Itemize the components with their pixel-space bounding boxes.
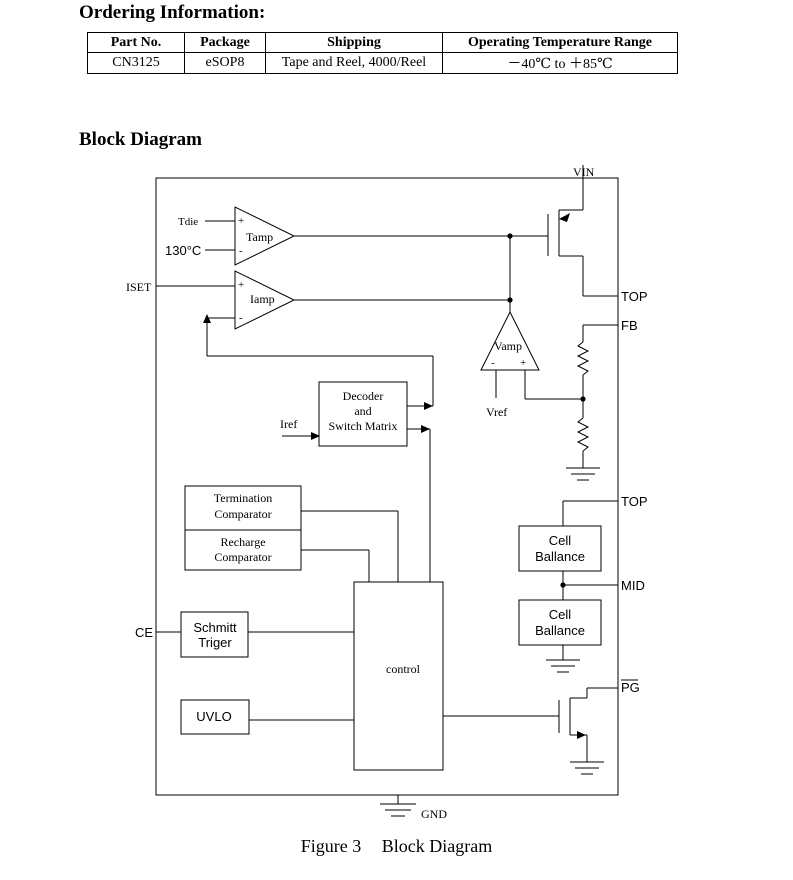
pin-pg: PG: [621, 680, 640, 695]
tamp-label: Tamp: [246, 230, 273, 244]
junction-dot: [507, 297, 513, 303]
iamp-amplifier: [234, 270, 296, 330]
pin-iset: ISET: [126, 280, 152, 294]
resistor-bottom: [576, 417, 590, 452]
vamp-amplifier: [480, 310, 540, 371]
comparator-block: [184, 485, 302, 571]
recharge-label: Comparator: [214, 550, 271, 564]
arrow-head: [203, 314, 211, 323]
table-cell: －40℃ to ＋85℃: [442, 52, 678, 74]
schmitt-trigger-block: [180, 611, 249, 658]
chip-outline: [155, 177, 619, 796]
control-block: [353, 581, 444, 771]
termination-label: Termination: [214, 491, 272, 505]
table-row: CN3125 eSOP8 Tape and Reel, 4000/Reel －4…: [87, 52, 678, 74]
uvlo-label: UVLO: [196, 709, 231, 724]
arrow-head: [311, 432, 320, 440]
tamp-amplifier: [234, 206, 296, 266]
cell-balance-label: Ballance: [535, 549, 585, 564]
ordering-heading: Ordering Information:: [79, 2, 266, 23]
temp-130-label: 130°C: [165, 243, 201, 258]
plus-sign: +: [238, 279, 244, 291]
table-cell: CN3125: [87, 52, 185, 74]
cell-balance-top: [518, 525, 602, 572]
minus-sign: -: [491, 357, 495, 369]
caption-title: Block Diagram: [381, 836, 493, 856]
ordering-table: Part No. Package Shipping Operating Temp…: [87, 32, 678, 74]
recharge-label: Recharge: [220, 535, 265, 549]
arrow-head: [577, 731, 586, 739]
table-cell: Tape and Reel, 4000/Reel: [265, 52, 443, 74]
table-cell: eSOP8: [184, 52, 266, 74]
pin-gnd: GND: [421, 807, 447, 821]
tdie-label: Tdie: [178, 216, 198, 228]
cell-balance-label: Ballance: [535, 623, 585, 638]
vref-label: Vref: [486, 405, 507, 419]
cell-balance-bottom: [518, 599, 602, 646]
vamp-label: Vamp: [494, 339, 522, 353]
cell-balance-label: Cell: [549, 533, 572, 548]
arrow-head: [421, 425, 430, 433]
control-label: control: [386, 662, 421, 676]
plus-sign: +: [520, 357, 526, 369]
caption-figure-number: Figure 3: [300, 836, 362, 856]
junction-dot: [507, 233, 513, 239]
plus-sign: +: [238, 215, 244, 227]
table-header-row: Part No. Package Shipping Operating Temp…: [87, 32, 678, 53]
block-diagram-heading: Block Diagram: [79, 129, 202, 150]
pin-fb: FB: [621, 318, 638, 333]
decoder-label: Decoder: [343, 389, 384, 403]
arrow-head: [424, 402, 433, 410]
uvlo-block: [180, 699, 250, 735]
schmitt-label: Schmitt: [193, 620, 237, 635]
pin-ce: CE: [135, 625, 153, 640]
pin-top: TOP: [621, 494, 648, 509]
minus-sign: -: [239, 312, 243, 324]
decoder-label: Switch Matrix: [329, 419, 398, 433]
decoder-label: and: [354, 404, 371, 418]
termination-label: Comparator: [214, 507, 271, 521]
arrow-head: [559, 213, 570, 222]
schmitt-label: Triger: [198, 635, 232, 650]
column-header: Package: [184, 32, 266, 53]
resistor-top: [576, 341, 590, 376]
junction-dot: [560, 582, 566, 588]
figure-caption: Figure 3 Block Diagram: [0, 836, 793, 857]
iamp-label: Iamp: [250, 292, 275, 306]
decoder-block: [318, 381, 408, 447]
pin-vin: VIN: [573, 165, 595, 179]
junction-dot: [580, 396, 586, 402]
pin-mid: MID: [621, 578, 645, 593]
iref-label: Iref: [280, 417, 297, 431]
pin-top: TOP: [621, 289, 648, 304]
minus-sign: -: [239, 245, 243, 257]
cell-balance-label: Cell: [549, 607, 572, 622]
